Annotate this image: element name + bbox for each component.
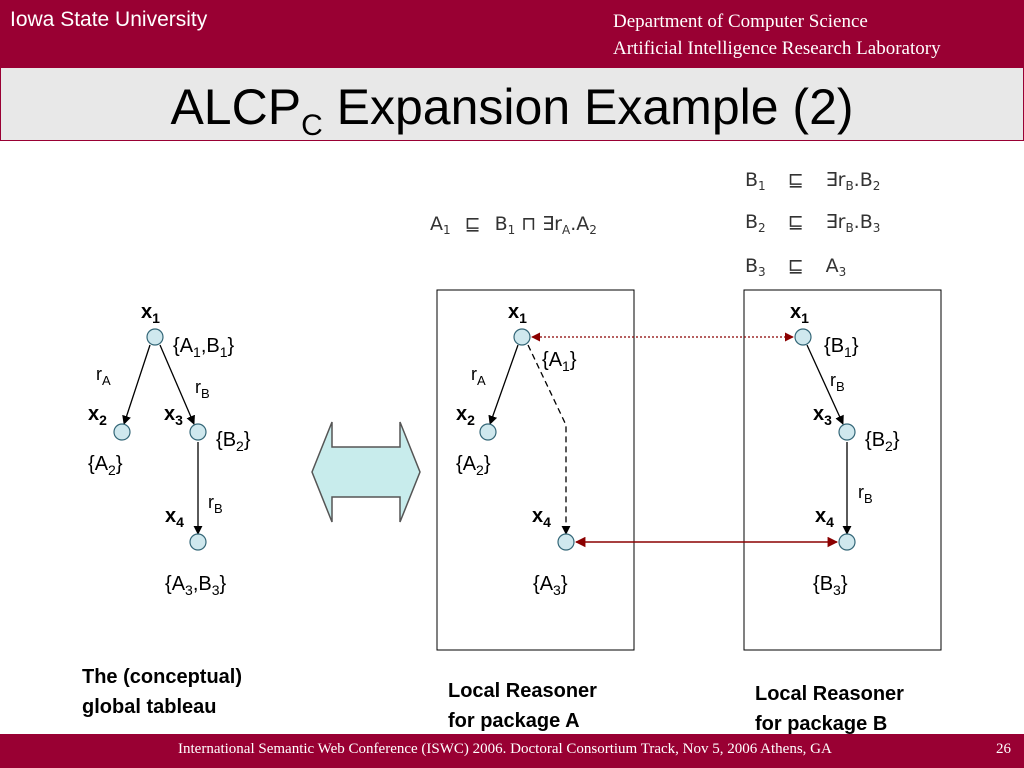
page-number: 26 xyxy=(996,741,1011,757)
node-b-x3 xyxy=(838,423,856,441)
axiom-a1: A1⊑B1 ⊓ ∃rA.A2 xyxy=(430,213,597,237)
label-x4: x4 xyxy=(165,505,184,530)
package-b-caption-line1: Local Reasoner xyxy=(755,683,904,705)
node-b-x4 xyxy=(838,533,856,551)
edge-a-x1-x4-dashed xyxy=(527,344,571,535)
role-rb: rB xyxy=(195,377,210,401)
axiom-b2: B2⊑∃rB.B3 xyxy=(745,211,880,235)
package-a-caption-line2: for package A xyxy=(448,710,580,732)
edge-a-x1-x2 xyxy=(488,344,519,425)
label-a-x2: x2 xyxy=(456,403,475,428)
footer-bar: International Semantic Web Conference (I… xyxy=(0,734,1024,768)
role-ra: rA xyxy=(96,364,111,388)
node-x3 xyxy=(189,423,207,441)
svg-text:A1⊑B1 ⊓ ∃rA.A2: A1⊑B1 ⊓ ∃rA.A2 xyxy=(430,213,597,237)
node-a-x4 xyxy=(557,533,575,551)
title-rest: Expansion Example (2) xyxy=(322,79,854,135)
label-a-a1: {A1} xyxy=(542,349,577,374)
title-bar: ALCPC Expansion Example (2) xyxy=(0,68,1024,142)
label-b2: {B2} xyxy=(216,429,251,454)
svg-text:B2⊑∃rB.B3: B2⊑∃rB.B3 xyxy=(745,211,880,235)
svg-text:B1⊑∃rB.B2: B1⊑∃rB.B2 xyxy=(745,169,880,193)
role-b-rb-2: rB xyxy=(858,482,873,506)
double-arrow-icon xyxy=(311,421,421,523)
edge-b-x1-x3 xyxy=(806,344,844,425)
label-a-x4: x4 xyxy=(532,505,551,530)
label-a-x1: x1 xyxy=(508,301,527,326)
label-b-b2: {B2} xyxy=(865,429,900,454)
node-a-x2 xyxy=(479,423,497,441)
header-bar: Iowa State University Department of Comp… xyxy=(0,0,1024,68)
department-line-1: Department of Computer Science xyxy=(613,11,868,32)
svg-text:B3⊑A3: B3⊑A3 xyxy=(745,255,846,279)
label-x1: x1 xyxy=(141,301,160,326)
global-caption-line2: global tableau xyxy=(82,696,216,718)
label-a-a3: {A3} xyxy=(533,573,568,598)
title-subscript: C xyxy=(301,109,323,142)
global-caption-line1: The (conceptual) xyxy=(82,666,242,688)
package-b-caption-line2: for package B xyxy=(755,713,887,735)
role-a-ra: rA xyxy=(471,364,486,388)
university-name: Iowa State University xyxy=(10,8,208,31)
axiom-b1: B1⊑∃rB.B2 xyxy=(745,169,880,193)
node-a-x1 xyxy=(513,328,531,346)
package-a-caption-line1: Local Reasoner xyxy=(448,680,597,702)
node-b-x1 xyxy=(794,328,812,346)
label-b-x1: x1 xyxy=(790,301,809,326)
label-a-a2: {A2} xyxy=(456,453,491,478)
node-x2 xyxy=(113,423,131,441)
label-a1-b1: {A1,B1} xyxy=(173,335,235,360)
label-a2: {A2} xyxy=(88,453,123,478)
label-b-b1: {B1} xyxy=(824,335,859,360)
conference-info: International Semantic Web Conference (I… xyxy=(178,741,832,757)
package-a-box xyxy=(436,289,635,651)
local-reasoner-a: x1 x2 x4 {A1} {A2} {A3} rA Local Reasone… xyxy=(436,289,635,732)
department-info: Department of Computer Science Artificia… xyxy=(613,8,941,62)
label-x2: x2 xyxy=(88,403,107,428)
department-line-2: Artificial Intelligence Research Laborat… xyxy=(613,38,941,59)
node-x1 xyxy=(146,328,164,346)
label-b-x4: x4 xyxy=(815,505,834,530)
label-x3: x3 xyxy=(164,403,183,428)
edge-x1-x2 xyxy=(122,344,151,425)
label-b-b3: {B3} xyxy=(813,573,848,598)
package-b-box xyxy=(743,289,942,651)
global-tableau: x1 x2 x3 x4 {A1,B1} {A2} {B2} {A3,B3} rA… xyxy=(82,301,251,718)
label-b-x3: x3 xyxy=(813,403,832,428)
label-a3-b3: {A3,B3} xyxy=(165,573,227,598)
edge-x1-x3 xyxy=(159,344,195,425)
title-main: ALCP xyxy=(170,79,302,135)
node-x4 xyxy=(189,533,207,551)
role-rb-2: rB xyxy=(208,492,223,516)
axiom-b3: B3⊑A3 xyxy=(745,255,846,279)
local-reasoner-b: x1 x3 x4 {B1} {B2} {B3} rB rB Local Reas… xyxy=(743,289,942,735)
slide-title: ALCPC Expansion Example (2) xyxy=(1,68,1023,165)
role-b-rb: rB xyxy=(830,370,845,394)
